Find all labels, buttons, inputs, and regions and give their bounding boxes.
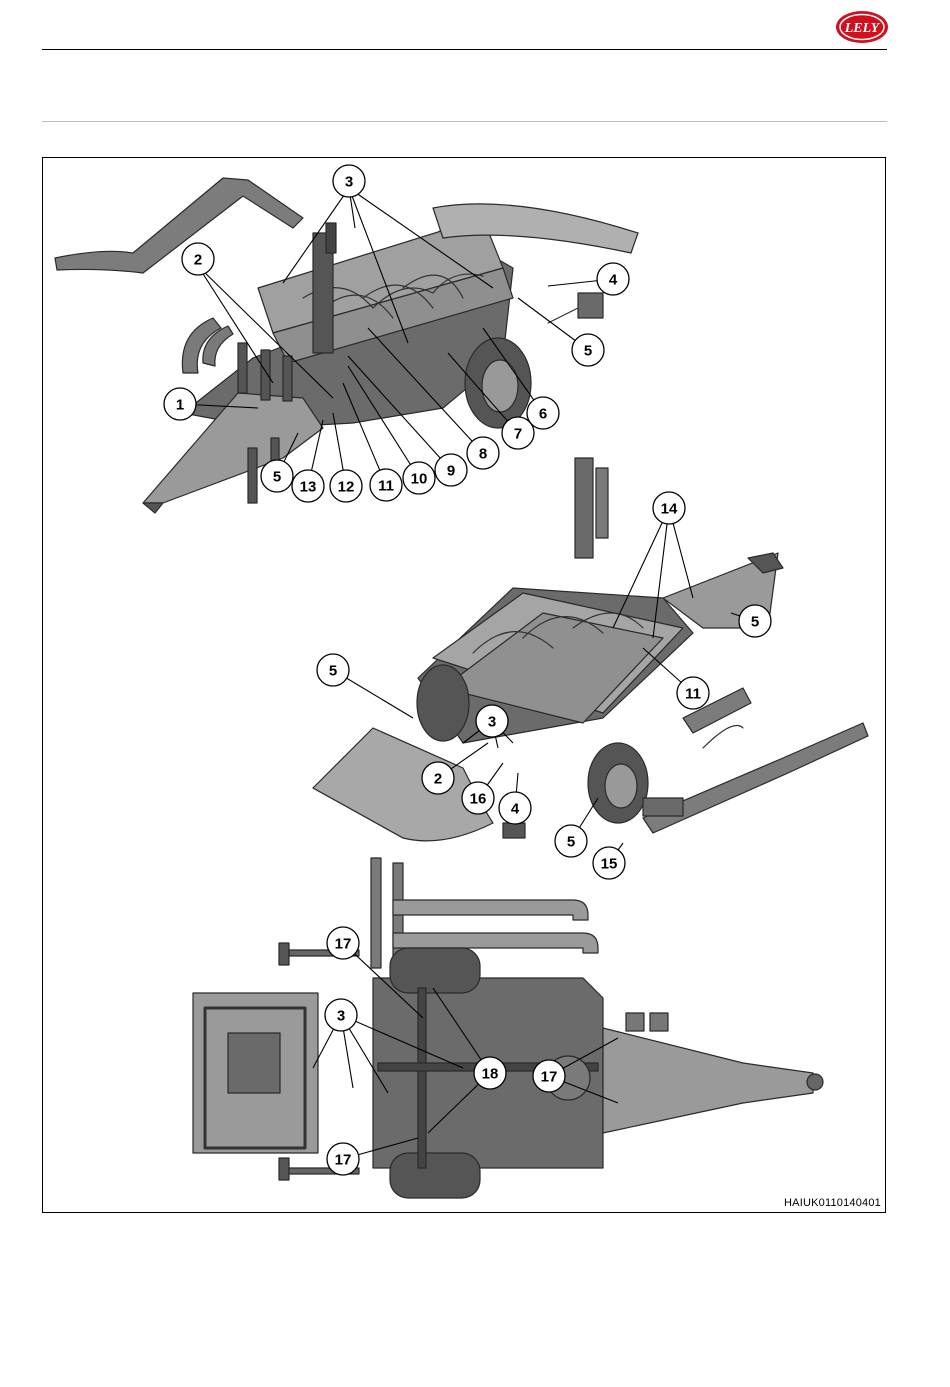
- callout-11: 11: [677, 677, 709, 709]
- callout-label: 14: [661, 501, 678, 518]
- callout-5: 5: [317, 654, 349, 686]
- callout-12: 12: [330, 470, 362, 502]
- callout-label: 17: [541, 1069, 558, 1086]
- callout-label: 4: [511, 801, 520, 818]
- callout-4: 4: [499, 792, 531, 824]
- callout-8: 8: [467, 437, 499, 469]
- callout-1: 1: [164, 388, 196, 420]
- callout-2: 2: [182, 243, 214, 275]
- figure-code: HAIUK0110140401: [784, 1197, 881, 1209]
- view-2-machine: [313, 458, 868, 841]
- lely-logo: LELY: [835, 10, 889, 44]
- callout-15: 15: [593, 847, 625, 879]
- callout-label: 2: [434, 771, 442, 788]
- callout-label: 13: [300, 479, 317, 496]
- callout-2: 2: [422, 762, 454, 794]
- callout-7: 7: [502, 417, 534, 449]
- callout-label: 5: [751, 614, 759, 631]
- callout-label: 11: [378, 478, 394, 495]
- callout-label: 16: [470, 791, 487, 808]
- header-rule: [42, 49, 887, 50]
- callout-17: 17: [327, 1143, 359, 1175]
- callout-4: 4: [597, 263, 629, 295]
- callout-label: 12: [338, 479, 355, 496]
- callout-9: 9: [435, 454, 467, 486]
- machine-illustration: 3245167891011121351455113216451517318171…: [43, 158, 887, 1214]
- callout-label: 9: [447, 463, 455, 480]
- callout-label: 7: [514, 426, 522, 443]
- logo-text: LELY: [844, 21, 881, 36]
- callout-17: 17: [327, 927, 359, 959]
- callout-10: 10: [403, 462, 435, 494]
- callout-3: 3: [325, 999, 357, 1031]
- callout-17: 17: [533, 1060, 565, 1092]
- callout-label: 17: [335, 1152, 352, 1169]
- callout-14: 14: [653, 492, 685, 524]
- callout-11: 11: [370, 469, 402, 501]
- view-1-machine: [55, 178, 638, 513]
- callout-label: 15: [601, 856, 618, 873]
- callout-label: 5: [584, 343, 592, 360]
- callout-3: 3: [476, 705, 508, 737]
- callout-label: 6: [539, 406, 547, 423]
- callout-13: 13: [292, 470, 324, 502]
- callout-label: 3: [488, 714, 496, 731]
- callout-label: 3: [345, 174, 353, 191]
- callout-label: 2: [194, 252, 202, 269]
- callout-label: 1: [176, 397, 184, 414]
- callout-label: 4: [609, 272, 618, 289]
- callout-label: 5: [567, 834, 575, 851]
- callout-label: 11: [685, 686, 701, 703]
- callout-label: 5: [329, 663, 337, 680]
- callout-label: 8: [479, 446, 487, 463]
- callout-5: 5: [261, 460, 293, 492]
- callout-label: 18: [482, 1066, 499, 1083]
- section-rule: [42, 121, 887, 122]
- callout-label: 10: [411, 471, 428, 488]
- view-3-machine: [193, 858, 823, 1198]
- callout-label: 17: [335, 936, 352, 953]
- callout-5: 5: [555, 825, 587, 857]
- callout-5: 5: [739, 605, 771, 637]
- callout-16: 16: [462, 782, 494, 814]
- callout-label: 5: [273, 469, 281, 486]
- callout-3: 3: [333, 165, 365, 197]
- callout-label: 3: [337, 1008, 345, 1025]
- callout-18: 18: [474, 1057, 506, 1089]
- callout-5: 5: [572, 334, 604, 366]
